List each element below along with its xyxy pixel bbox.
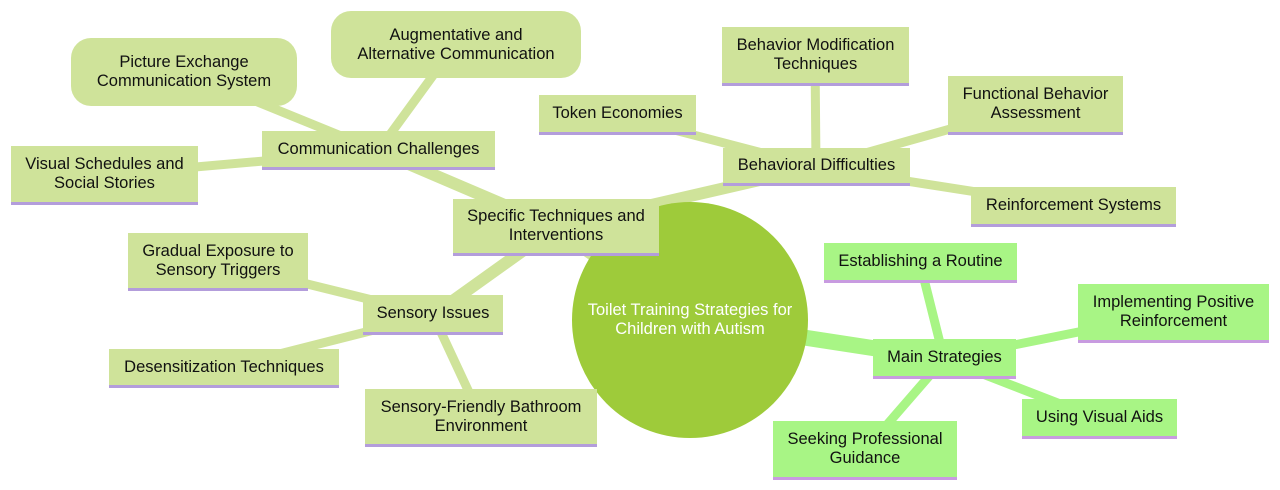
node-visual-aids: Using Visual Aids: [1022, 399, 1177, 439]
node-main-strategies: Main Strategies: [873, 339, 1016, 379]
node-pecs: Picture Exchange Communication System: [71, 38, 297, 106]
node-token-economies: Token Economies: [539, 95, 696, 135]
node-behavior-modification: Behavior Modification Techniques: [722, 27, 909, 86]
node-behavioral-difficulties: Behavioral Difficulties: [723, 148, 910, 186]
node-gradual-exposure: Gradual Exposure to Sensory Triggers: [128, 233, 308, 291]
node-sensory-issues: Sensory Issues: [363, 295, 503, 335]
node-visual-schedules: Visual Schedules and Social Stories: [11, 146, 198, 205]
node-desensitization: Desensitization Techniques: [109, 349, 339, 388]
node-communication-challenges: Communication Challenges: [262, 131, 495, 170]
node-positive-reinforcement: Implementing Positive Reinforcement: [1078, 284, 1269, 343]
node-sensory-bathroom: Sensory-Friendly Bathroom Environment: [365, 389, 597, 447]
node-aac: Augmentative and Alternative Communicati…: [331, 11, 581, 78]
node-establishing-routine: Establishing a Routine: [824, 243, 1017, 283]
node-functional-behavior: Functional Behavior Assessment: [948, 76, 1123, 135]
node-professional-guidance: Seeking Professional Guidance: [773, 421, 957, 480]
node-reinforcement-systems: Reinforcement Systems: [971, 187, 1176, 227]
node-specific-techniques: Specific Techniques and Interventions: [453, 199, 659, 256]
root-node: Toilet Training Strategies for Children …: [572, 202, 808, 438]
